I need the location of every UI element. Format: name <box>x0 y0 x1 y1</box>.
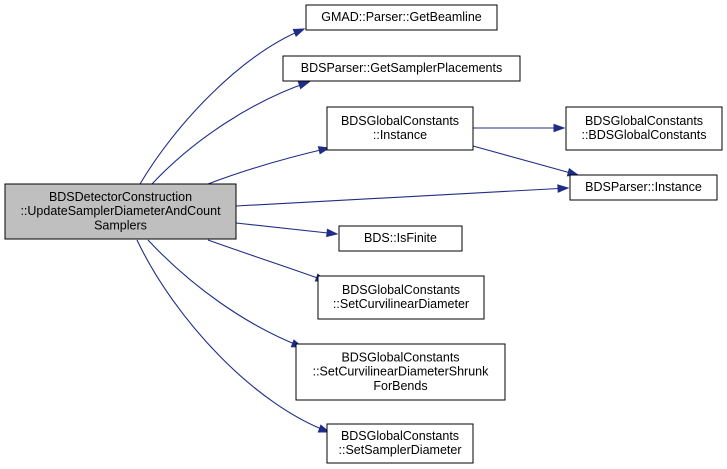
node-box <box>338 225 463 252</box>
node-label-line: ::Instance <box>373 128 427 142</box>
node-label-line: BDSGlobalConstants <box>341 429 459 443</box>
node-gc-ctor[interactable]: BDSGlobalConstants::BDSGlobalConstants <box>565 106 723 151</box>
edge-root-to-isfinite <box>235 222 338 235</box>
node-label-line: ::SetCurvilinearDiameterShrunk <box>313 365 490 379</box>
node-label-line: BDS::IsFinite <box>364 231 437 245</box>
node-box <box>305 4 498 31</box>
node-box <box>295 343 506 401</box>
node-box <box>326 106 474 151</box>
node-label-line: Samplers <box>94 218 147 232</box>
node-setcurvdiamshrunk[interactable]: BDSGlobalConstants::SetCurvilinearDiamet… <box>295 343 506 401</box>
edge-root-to-parser_instance-arrowhead <box>557 184 570 193</box>
node-label-line: ::BDSGlobalConstants <box>581 128 706 142</box>
edge-root-to-setcurvdiamshrunk <box>147 239 303 348</box>
node-box <box>326 423 474 464</box>
edge-root-to-setsamplerdiam-arrowhead <box>317 424 331 433</box>
node-parser-instance[interactable]: BDSParser::Instance <box>569 174 718 201</box>
node-box <box>569 174 718 201</box>
edge-root-to-setsamplerdiam <box>136 239 330 433</box>
node-gc-instance[interactable]: BDSGlobalConstants::Instance <box>326 106 474 151</box>
edge-root-to-getbeamline-arrowhead <box>292 28 306 37</box>
node-label-line: BDSGlobalConstants <box>585 114 703 128</box>
edge-root-to-getsamplerplacements-arrowhead <box>297 81 311 90</box>
node-label-line: BDSParser::GetSamplerPlacements <box>301 61 502 75</box>
node-label-line: BDSGlobalConstants <box>341 114 459 128</box>
node-box <box>565 106 723 151</box>
node-setsamplerdiam[interactable]: BDSGlobalConstants::SetSamplerDiameter <box>326 423 474 464</box>
node-label-line: GMAD::Parser::GetBeamline <box>321 10 482 24</box>
edge-gc_instance-to-gc_ctor-arrowhead <box>553 123 566 133</box>
edge-root-to-getbeamline <box>139 28 305 185</box>
edge-root-to-isfinite-arrowhead <box>326 228 339 238</box>
node-label-line: ::SetSamplerDiameter <box>339 443 462 457</box>
edges-layer <box>136 28 580 433</box>
node-label-line: BDSDetectorConstruction <box>49 190 192 204</box>
node-label-line: ForBends <box>373 379 427 393</box>
node-label-line: ::UpdateSamplerDiameterAndCount <box>20 204 221 218</box>
edge-root-to-parser_instance <box>235 187 569 207</box>
node-label-line: ::SetCurvilinearDiameter <box>333 297 469 311</box>
edge-gc_instance-to-parser_instance <box>472 145 579 176</box>
node-box <box>317 275 485 320</box>
node-label-line: BDSParser::Instance <box>585 180 702 194</box>
node-label-line: BDSGlobalConstants <box>342 283 460 297</box>
edge-root-to-setcurvdiam <box>207 239 327 282</box>
node-box <box>282 55 521 82</box>
node-getsamplerplacements[interactable]: BDSParser::GetSamplerPlacements <box>282 55 521 82</box>
edge-root-to-getsamplerplacements <box>151 81 310 185</box>
node-setcurvdiam[interactable]: BDSGlobalConstants::SetCurvilinearDiamet… <box>317 275 485 320</box>
nodes-layer: BDSDetectorConstruction::UpdateSamplerDi… <box>4 4 723 464</box>
node-label-line: BDSGlobalConstants <box>341 350 459 364</box>
edge-root-to-gc_instance <box>207 147 330 185</box>
node-getbeamline[interactable]: GMAD::Parser::GetBeamline <box>305 4 498 31</box>
node-box <box>4 183 237 240</box>
node-isfinite[interactable]: BDS::IsFinite <box>338 225 463 252</box>
node-root[interactable]: BDSDetectorConstruction::UpdateSamplerDi… <box>4 183 237 240</box>
edge-root-to-gc_instance-arrowhead <box>317 146 331 155</box>
